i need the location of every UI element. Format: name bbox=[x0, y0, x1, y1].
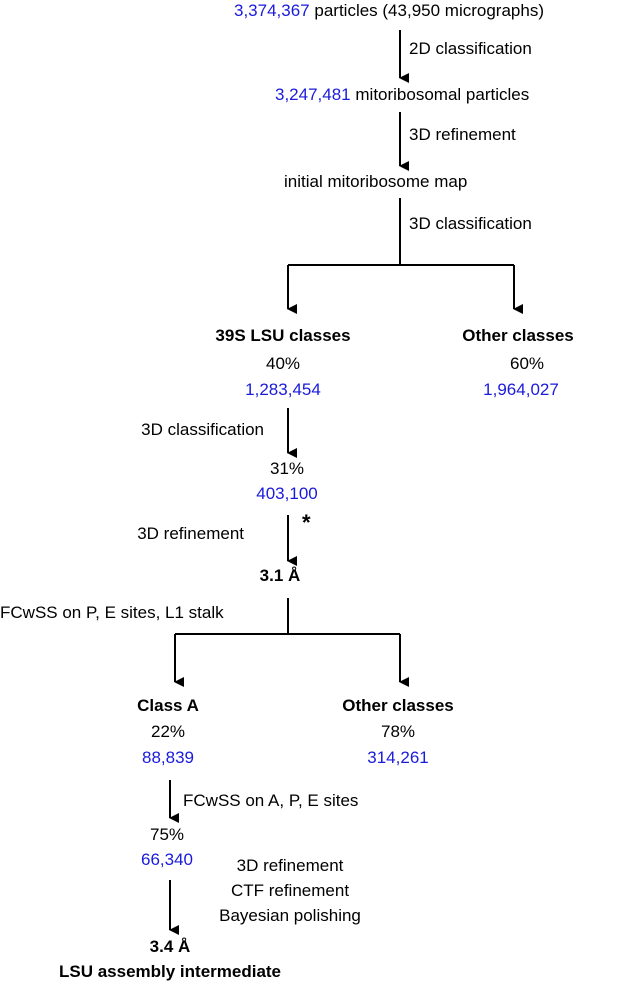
step-fcwss-1: FCwSS on P, E sites, L1 stalk bbox=[0, 603, 224, 622]
final-label: LSU assembly intermediate bbox=[58, 962, 282, 981]
resolution-3-1: 3.1 Å bbox=[259, 566, 301, 585]
resolution-3-4: 3.4 Å bbox=[149, 937, 191, 956]
top-node: 3,374,367 particles (43,950 micrographs) bbox=[234, 1, 544, 21]
class-a-percent: 22% bbox=[150, 722, 186, 741]
other-percent-1: 60% bbox=[509, 354, 545, 373]
sub2-count: 66,340 bbox=[141, 850, 193, 869]
step-3d-classification: 3D classification bbox=[409, 214, 532, 233]
step-3d-classification-2: 3D classification bbox=[141, 420, 264, 439]
initial-map-node: initial mitoribosome map bbox=[284, 172, 468, 191]
sub2-percent: 75% bbox=[149, 825, 185, 844]
step-3d-refinement: 3D refinement bbox=[409, 125, 516, 144]
mitoribosomal-count: 3,247,481 bbox=[275, 85, 351, 104]
other-percent-2: 78% bbox=[380, 722, 416, 741]
mitoribosomal-node: 3,247,481 mitoribosomal particles bbox=[275, 85, 529, 105]
final-step-1: 3D refinement bbox=[236, 856, 344, 875]
other-classes-title-1: Other classes bbox=[462, 326, 574, 345]
step-3d-refinement-2: 3D refinement bbox=[137, 524, 244, 543]
lsu-percent: 40% bbox=[265, 354, 301, 373]
lsu-classes-title: 39S LSU classes bbox=[215, 326, 351, 345]
lsu-count: 1,283,454 bbox=[245, 380, 321, 399]
class-a-title: Class A bbox=[137, 696, 199, 715]
sub1-percent: 31% bbox=[269, 459, 305, 478]
other-classes-title-2: Other classes bbox=[342, 696, 454, 715]
step-fcwss-2: FCwSS on A, P, E sites bbox=[183, 791, 359, 810]
particle-label: particles (43,950 micrographs) bbox=[314, 1, 544, 20]
mitoribosomal-label: mitoribosomal particles bbox=[355, 85, 530, 104]
step-2d-classification: 2D classification bbox=[409, 39, 532, 58]
final-step-2: CTF refinement bbox=[230, 881, 350, 900]
asterisk-mark: * bbox=[302, 510, 311, 535]
class-a-count: 88,839 bbox=[142, 748, 194, 767]
final-step-3: Bayesian polishing bbox=[219, 906, 361, 925]
other-count-2: 314,261 bbox=[367, 748, 429, 767]
particle-count: 3,374,367 bbox=[234, 1, 310, 20]
sub1-count: 403,100 bbox=[256, 484, 318, 503]
other-count-1: 1,964,027 bbox=[483, 380, 559, 399]
